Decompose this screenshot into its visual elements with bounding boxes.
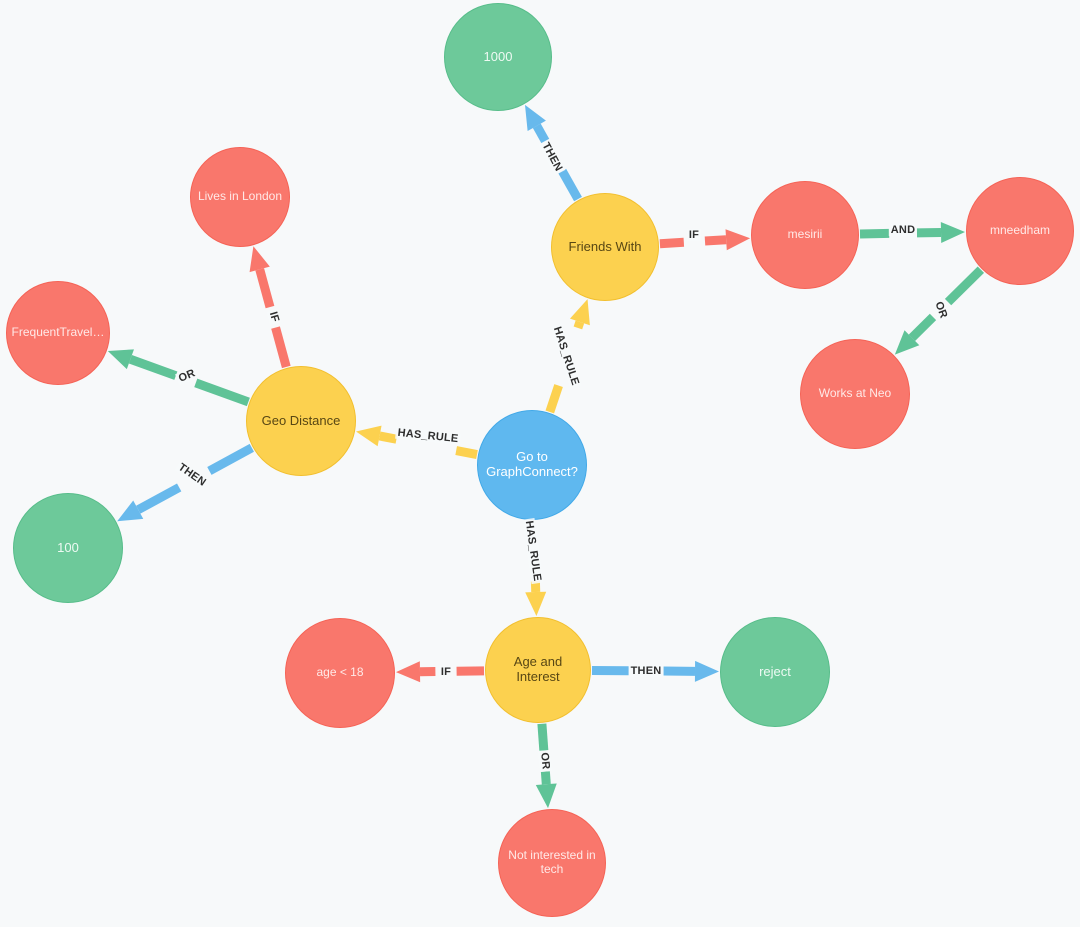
- graph-edge[interactable]: [859, 221, 966, 243]
- graph-node-label: 1000: [483, 48, 513, 64]
- graph-node[interactable]: 1000: [444, 3, 552, 111]
- graph-edge[interactable]: [591, 660, 720, 682]
- graph-node-label: age < 18: [316, 665, 364, 680]
- graph-node[interactable]: Lives in London: [190, 147, 290, 247]
- graph-edge[interactable]: [524, 104, 582, 202]
- graph-node-label: Go to GraphConnect?: [486, 449, 578, 479]
- graph-node[interactable]: Works at Neo: [800, 339, 910, 449]
- graph-node-label: FrequentTravel…: [11, 325, 105, 340]
- graph-node-label: mneedham: [989, 223, 1051, 238]
- graph-node[interactable]: 100: [13, 493, 123, 603]
- graph-node-label: mesirii: [787, 227, 823, 242]
- graph-edge[interactable]: [395, 661, 485, 683]
- graph-node-label: Works at Neo: [818, 386, 892, 401]
- graph-edge[interactable]: [249, 246, 291, 369]
- graph-node-label: Age and Interest: [513, 654, 563, 684]
- graph-node-label: Lives in London: [197, 189, 283, 204]
- graph-edge[interactable]: [107, 349, 250, 407]
- graph-node[interactable]: Age and Interest: [485, 617, 591, 723]
- graph-node[interactable]: Not interested in tech: [498, 809, 606, 917]
- graph-node[interactable]: reject: [720, 617, 830, 727]
- graph-edge[interactable]: [545, 299, 590, 414]
- graph-edge[interactable]: [659, 229, 751, 251]
- graph-node[interactable]: Go to GraphConnect?: [477, 410, 587, 520]
- graph-node[interactable]: age < 18: [285, 618, 395, 728]
- graph-node-label: 100: [57, 539, 79, 555]
- graph-node[interactable]: Friends With: [551, 193, 659, 301]
- graph-edge[interactable]: [535, 723, 557, 809]
- graph-edge[interactable]: [117, 443, 254, 522]
- graph-edge[interactable]: [525, 581, 547, 617]
- graph-node-label: Geo Distance: [261, 412, 341, 428]
- graph-edge[interactable]: [894, 266, 985, 355]
- graph-node-label: Not interested in tech: [508, 848, 596, 876]
- graph-node-label: reject: [759, 663, 791, 679]
- graph-node[interactable]: Geo Distance: [246, 366, 356, 476]
- graph-node[interactable]: FrequentTravel…: [6, 281, 110, 385]
- graph-node-label: Friends With: [568, 238, 642, 254]
- graph-edge[interactable]: [356, 425, 478, 459]
- graph-node[interactable]: mneedham: [966, 177, 1074, 285]
- graph-node[interactable]: mesirii: [751, 181, 859, 289]
